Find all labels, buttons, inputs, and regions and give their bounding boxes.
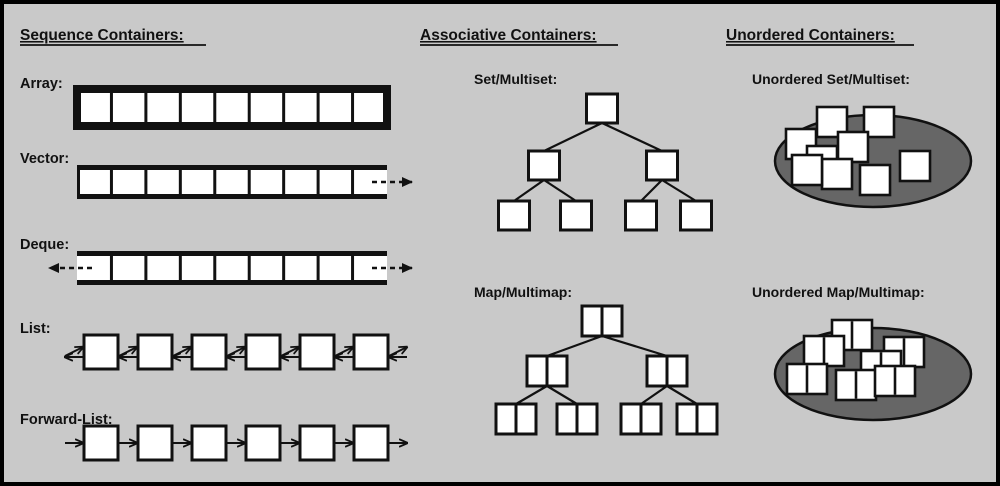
vector-diagram [77, 165, 413, 199]
map-tree-edge-3 [546, 385, 578, 405]
list-next-arrow-2 [172, 347, 191, 357]
map-tree-edge-1 [601, 334, 668, 358]
set-tree-edge-3 [543, 179, 577, 202]
forward-list-node-5 [352, 424, 390, 462]
set-tree-node-2-0 [497, 199, 531, 232]
map-tree-edge-4 [640, 385, 668, 405]
label-map-multimap: Map/Multimap: [474, 284, 572, 300]
list-next-arrow-6 [388, 347, 407, 357]
unordered-set-item-8 [898, 149, 932, 183]
label-forward-list: Forward-List: [20, 412, 113, 428]
label-vector: Vector: [20, 151, 69, 167]
list-next-arrow-4 [280, 347, 299, 357]
list-node-2 [190, 333, 228, 371]
vector-bottom-rail [77, 194, 387, 199]
set-tree-edge-1 [601, 122, 663, 152]
unordered-set-item-5 [820, 157, 854, 191]
set-tree-edge-0 [543, 122, 603, 152]
list-diagram [64, 333, 407, 371]
list-next-arrow-5 [334, 347, 353, 357]
set-tree-edge-4 [640, 179, 663, 202]
map-tree-diagram [494, 304, 719, 436]
array-frame [73, 85, 391, 130]
heading-sequence-containers: Sequence Containers: [20, 27, 184, 44]
set-tree-node-2-2 [624, 199, 658, 232]
unordered-set-item-6 [790, 153, 824, 187]
deque-top-rail [77, 251, 387, 256]
forward-list-node-0 [82, 424, 120, 462]
map-tree-edge-0 [546, 334, 603, 358]
list-node-5 [352, 333, 390, 371]
heading-associative-containers: Associative Containers: [420, 27, 597, 44]
forward-list-node-3 [244, 424, 282, 462]
unordered-labels-group: Unordered Set/Multiset: Unordered Map/Mu… [752, 71, 925, 300]
list-next-arrow-1 [118, 347, 137, 357]
list-next-arrow-0 [64, 347, 83, 357]
deque-bottom-rail [77, 280, 387, 285]
set-tree-node-1-1 [645, 149, 679, 182]
label-list: List: [20, 321, 51, 337]
deque-diagram [48, 251, 413, 285]
set-tree-edge-5 [661, 179, 697, 202]
deque-body [77, 256, 387, 280]
label-array: Array: [20, 76, 63, 92]
forward-list-diagram [65, 424, 407, 462]
headings-group: Sequence Containers: Associative Contain… [20, 27, 895, 44]
heading-unordered-containers: Unordered Containers: [726, 27, 895, 44]
map-tree-edge-5 [666, 385, 698, 405]
list-node-3 [244, 333, 282, 371]
vector-top-rail [77, 165, 387, 170]
list-node-4 [298, 333, 336, 371]
label-deque: Deque: [20, 237, 69, 253]
unordered-map-diagram [773, 318, 973, 422]
list-node-1 [136, 333, 174, 371]
set-tree-node-2-3 [679, 199, 713, 232]
label-set-multiset: Set/Multiset: [474, 71, 557, 87]
unordered-set-item-3 [836, 130, 870, 164]
set-tree-node-1-0 [527, 149, 561, 182]
map-tree-edge-2 [515, 385, 548, 405]
sequence-labels-group: Array: Vector: Deque: List: Forward-List… [20, 76, 113, 428]
set-tree-node-0-0 [585, 92, 619, 125]
list-node-0 [82, 333, 120, 371]
forward-list-node-1 [136, 424, 174, 462]
set-tree-edge-2 [513, 179, 545, 202]
forward-list-node-4 [298, 424, 336, 462]
list-next-arrow-3 [226, 347, 245, 357]
label-unordered-set-multiset: Unordered Set/Multiset: [752, 71, 910, 87]
label-unordered-map-multimap: Unordered Map/Multimap: [752, 284, 925, 300]
set-tree-node-2-1 [559, 199, 593, 232]
array-diagram [73, 85, 391, 130]
vector-body [77, 170, 387, 194]
unordered-set-diagram [773, 105, 973, 209]
unordered-set-item-7 [858, 163, 892, 197]
set-tree-diagram [497, 92, 713, 232]
associative-labels-group: Set/Multiset: Map/Multimap: [474, 71, 572, 300]
stl-container-diagram: Sequence Containers: Associative Contain… [20, 27, 973, 462]
forward-list-node-2 [190, 424, 228, 462]
